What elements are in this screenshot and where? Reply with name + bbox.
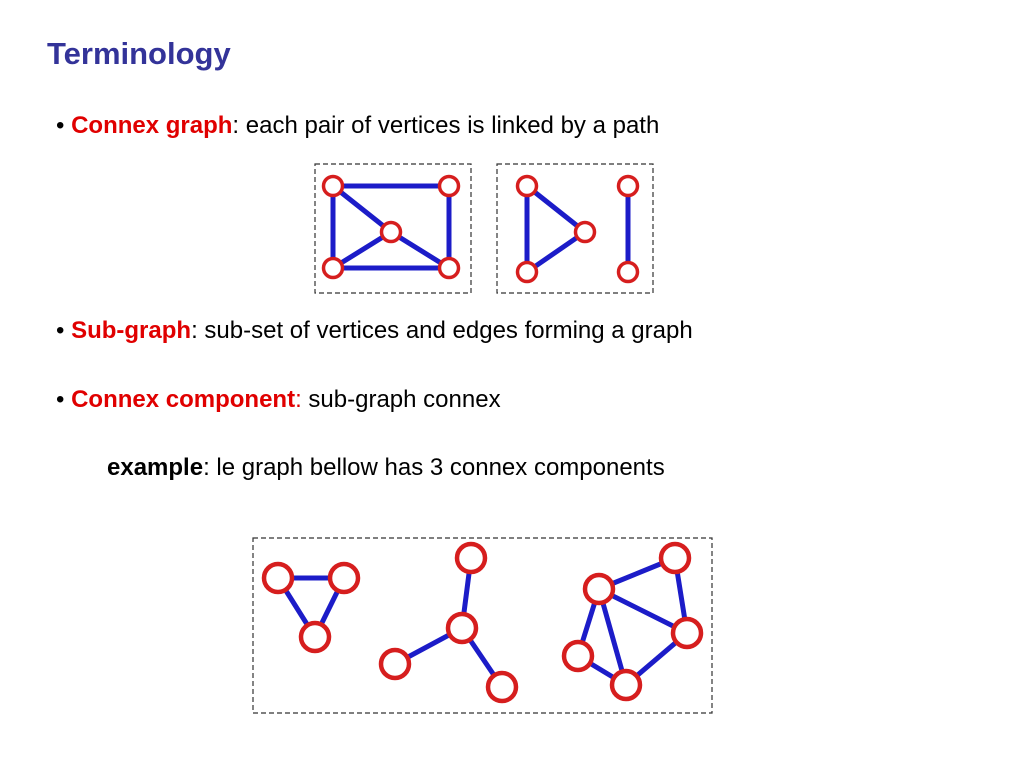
graph-edge <box>388 229 452 271</box>
bullet-colon: : <box>191 317 198 344</box>
connex-graph-example <box>314 163 472 294</box>
graph-vertex <box>573 220 597 244</box>
graph-vertex <box>485 670 519 704</box>
graph-vertex <box>437 256 461 280</box>
bullet-marker: • <box>56 112 65 139</box>
term-sub-graph: Sub-graph <box>71 317 192 344</box>
graph-edge <box>524 229 588 275</box>
bullet-connex-component: • Connex component: sub-graph connex <box>56 386 501 414</box>
graph-vertex <box>378 647 412 681</box>
graph-vertex <box>445 611 479 645</box>
term-connex-component: Connex component <box>71 386 296 413</box>
definition-connex-graph: each pair of vertices is linked by a pat… <box>239 112 660 139</box>
graph-vertex <box>658 541 692 575</box>
graph-vertex <box>327 561 361 595</box>
graph-vertex <box>609 668 643 702</box>
graph-vertex <box>616 174 640 198</box>
graph-vertex <box>670 616 704 650</box>
slide-title: Terminology <box>47 36 231 71</box>
bullet-connex-graph: • Connex graph: each pair of vertices is… <box>56 112 659 140</box>
bullet-marker: • <box>56 317 65 344</box>
three-components-figure <box>252 537 713 714</box>
graph-edge <box>330 229 394 271</box>
graph-vertex <box>616 260 640 284</box>
example-term: example <box>107 454 204 481</box>
graph-vertex <box>561 639 595 673</box>
figure-frame <box>496 163 654 294</box>
term-connex-graph: Connex graph <box>71 112 233 139</box>
graph-vertex <box>379 220 403 244</box>
bullet-marker: • <box>56 386 65 413</box>
example-text: : le graph bellow has 3 connex component… <box>203 454 665 481</box>
definition-connex-component: sub-graph connex <box>301 386 501 413</box>
graph-edge <box>596 586 690 636</box>
component-tree <box>378 541 519 704</box>
graph-vertex <box>582 572 616 606</box>
figure-frame <box>252 537 713 714</box>
graph-vertex <box>298 620 332 654</box>
bullet-colon: : <box>295 386 302 413</box>
graph-vertex <box>261 561 295 595</box>
graph-edge <box>596 586 629 688</box>
bullet-colon: : <box>232 112 240 139</box>
graph-edge <box>524 183 588 235</box>
definition-sub-graph: sub-set of vertices and edges forming a … <box>197 317 693 344</box>
example-line: example: le graph bellow has 3 connex co… <box>107 454 665 482</box>
component-wheel <box>561 541 704 702</box>
graph-vertex <box>515 174 539 198</box>
graph-vertex <box>321 174 345 198</box>
graph-vertex <box>321 256 345 280</box>
graph-vertex <box>437 174 461 198</box>
graph-vertex <box>454 541 488 575</box>
component-triangle <box>261 561 361 654</box>
graph-edge <box>330 183 394 235</box>
non-connex-graph-example <box>496 163 654 294</box>
graph-vertex <box>515 260 539 284</box>
figure-frame <box>314 163 472 294</box>
bullet-sub-graph: • Sub-graph: sub-set of vertices and edg… <box>56 317 693 345</box>
